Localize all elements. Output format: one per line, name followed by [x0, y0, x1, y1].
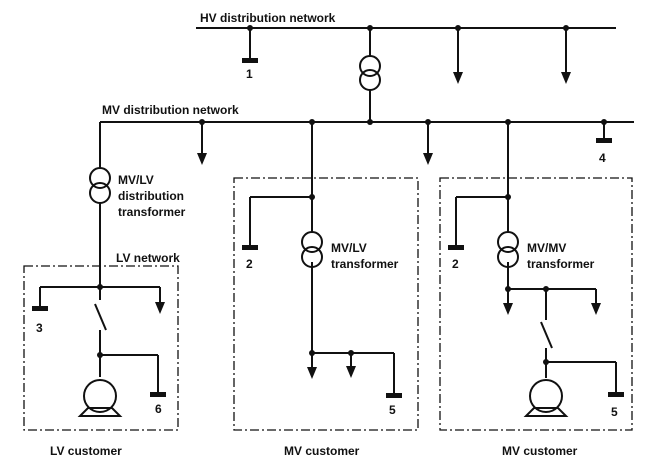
mv-lv-distribution-transformer-label-line-1: MV/LV: [118, 173, 154, 187]
mv-load-arrow: [423, 119, 433, 165]
motor-icon: [523, 379, 569, 417]
hv-network-label: HV distribution network: [200, 11, 336, 25]
point-2b-label: 2: [452, 257, 459, 271]
lv-customer-label: LV customer: [50, 444, 122, 458]
connection-point-1: [242, 25, 258, 63]
point-3-label: 3: [36, 321, 43, 335]
motor-icon: [77, 379, 123, 417]
connection-point-4: [596, 119, 612, 143]
mv-mv-transformer-label-line-2: transformer: [527, 257, 595, 271]
mv-lv-distribution-transformer-label-line-3: transformer: [118, 205, 186, 219]
mv-load-arrow: [197, 119, 207, 165]
point-1-label: 1: [246, 67, 253, 81]
mv-lv-distribution-transformer-icon: [89, 122, 111, 287]
point-4-label: 4: [599, 151, 606, 165]
point-6-label: 6: [155, 402, 162, 416]
point-5b-label: 5: [611, 405, 618, 419]
mv-lv-transformer-label-line-2: transformer: [331, 257, 399, 271]
mv-lv-transformer-icon: [301, 231, 323, 268]
lv-customer-boundary: [23, 265, 179, 431]
mv-customer-1-label: MV customer: [284, 444, 360, 458]
mv-customer-2-circuit: [448, 119, 624, 397]
mv-lv-distribution-transformer-label-line-2: distribution: [118, 189, 184, 203]
mv-customer-2-label: MV customer: [502, 444, 578, 458]
mv-network-label: MV distribution network: [102, 103, 239, 117]
mv-customer-2-boundary: [439, 177, 633, 431]
point-5-label: 5: [389, 403, 396, 417]
mv-customer-1-circuit: [242, 119, 402, 398]
mv-customer-1-boundary: [233, 177, 419, 431]
mv-lv-transformer-label-line-1: MV/LV: [331, 241, 367, 255]
lv-network-label: LV network: [116, 251, 180, 265]
lv-customer-circuit: [32, 284, 166, 397]
point-2-label: 2: [246, 257, 253, 271]
mv-mv-transformer-icon: [497, 231, 519, 268]
hv-load-arrow: [453, 25, 463, 84]
mv-mv-transformer-label-line-1: MV/MV: [527, 241, 566, 255]
hv-mv-transformer-icon: [359, 25, 381, 125]
hv-load-arrow: [561, 25, 571, 84]
